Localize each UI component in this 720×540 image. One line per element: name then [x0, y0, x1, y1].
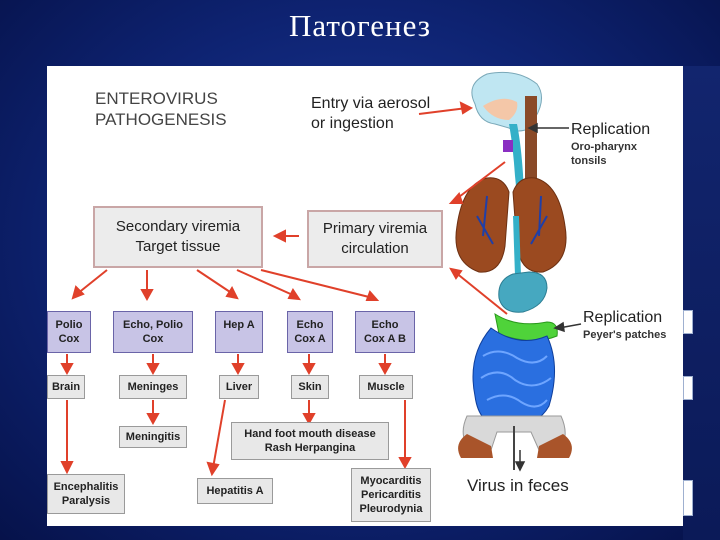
virus-box-echo-cox-ab: Echo Cox A B	[355, 311, 415, 353]
entry-line-1: Entry via aerosol	[311, 95, 431, 112]
secondary-line-2: Target tissue	[135, 238, 221, 255]
bronchi	[476, 195, 548, 245]
virus-0-line-1: Polio	[55, 319, 83, 331]
virus-1-line-2: Cox	[142, 333, 164, 345]
myocarditis-line-2: Pericarditis	[361, 489, 421, 501]
virus-3-line-1: Echo	[296, 319, 324, 331]
esophagus	[513, 216, 521, 276]
right-fragment-3	[683, 480, 693, 516]
replication-mid-sub: Peyer's patches	[583, 329, 667, 341]
pelvis	[462, 415, 566, 453]
anatomy-illustration	[60, 71, 582, 477]
slide-title: Патогенез	[288, 8, 432, 43]
mouth-cavity	[483, 98, 518, 120]
entry-line-2: or ingestion	[311, 115, 394, 132]
intestine-to-primary-arrowhead	[449, 267, 463, 280]
replication-mid-title: Replication	[583, 309, 663, 326]
intestine	[472, 327, 556, 427]
diagram-panel: ENTEROVIRUS PATHOGENESIS Entry via aeros…	[47, 66, 683, 526]
outcome-hepatitis-a: Hepatitis A	[197, 478, 273, 504]
tissue-muscle: Muscle	[359, 375, 413, 399]
replication-top-line-2: tonsils	[571, 155, 607, 167]
heading-line-1: ENTEROVIRUS	[95, 89, 218, 108]
replication-peyers: Replication Peyer's patches	[583, 308, 666, 342]
outcome-hfmd: Hand foot mouth disease Rash Herpangina	[231, 422, 389, 460]
virus-box-echo-polio-cox: Echo, Polio Cox	[113, 311, 193, 353]
hfmd-line-1: Hand foot mouth disease	[244, 428, 376, 440]
entry-annotation: Entry via aerosol or ingestion	[311, 94, 430, 134]
secondary-line-1: Secondary viremia	[115, 218, 241, 235]
right-fragment-2	[683, 376, 693, 400]
diagram-heading: ENTEROVIRUS PATHOGENESIS	[95, 88, 227, 130]
primary-line-1: Primary viremia	[322, 220, 428, 237]
replication-top-line-1: Oro-pharynx	[571, 141, 638, 153]
replication-mid-pointer-head	[553, 321, 565, 333]
secondary-viremia-box: Secondary viremia Target tissue	[93, 206, 263, 268]
tonsil	[503, 140, 513, 152]
virus-2-line-1: Hep A	[223, 319, 255, 331]
encephalitis-line-1: Encephalitis	[53, 481, 119, 493]
hips	[458, 434, 572, 458]
myocarditis-line-1: Myocarditis	[360, 475, 422, 487]
primary-line-2: circulation	[341, 240, 409, 257]
virus-4-line-1: Echo	[371, 319, 399, 331]
intestine-folds	[480, 350, 552, 408]
replication-top-pointer-head	[527, 122, 538, 134]
intestine-to-primary-arrow	[454, 271, 508, 315]
virus-box-echo-cox-a: Echo Cox A	[287, 311, 333, 353]
virus-to-tissue-arrows	[60, 354, 392, 376]
heading-line-2: PATHOGENESIS	[95, 110, 227, 129]
tonsil-to-primary-arrow	[454, 161, 506, 201]
tissue-brain: Brain	[47, 375, 85, 399]
hfmd-line-2: Rash Herpangina	[264, 442, 356, 454]
virus-1-line-1: Echo, Polio	[123, 319, 183, 331]
outcome-myocarditis: Myocarditis Pericarditis Pleurodynia	[351, 468, 431, 522]
outcome-encephalitis: Encephalitis Paralysis	[47, 474, 125, 514]
virus-3-line-2: Cox A	[294, 333, 326, 345]
stomach	[498, 271, 548, 313]
virus-box-hep-a: Hep A	[215, 311, 263, 353]
tissue-liver: Liver	[219, 375, 259, 399]
myocarditis-line-3: Pleurodynia	[359, 503, 423, 515]
replication-oropharynx: Replication Oro-pharynx tonsils	[571, 120, 650, 168]
tissue-meninges: Meninges	[119, 375, 187, 399]
encephalitis-line-2: Paralysis	[61, 495, 111, 507]
right-fragment-1	[683, 310, 693, 334]
primary-to-secondary-arrowhead	[272, 229, 286, 243]
outcome-meningitis: Meningitis	[119, 426, 187, 448]
virus-box-polio-cox: Polio Cox	[47, 311, 91, 353]
tissue-to-outcome-arrows	[60, 399, 412, 477]
tonsil-to-primary-arrowhead	[448, 192, 464, 204]
virus-0-line-2: Cox	[58, 333, 80, 345]
primary-viremia-box: Primary viremia circulation	[307, 210, 443, 268]
entry-arrowhead	[459, 101, 474, 115]
virus-in-feces: Virus in feces	[467, 476, 569, 495]
tissue-skin: Skin	[291, 375, 329, 399]
feces-pointer-head	[514, 461, 526, 472]
replication-top-title: Replication	[571, 121, 651, 138]
right-edge-strip	[683, 66, 720, 540]
entry-arrow	[418, 107, 468, 115]
virus-4-line-2: Cox A B	[364, 333, 406, 345]
fanout-arrows	[71, 269, 380, 302]
